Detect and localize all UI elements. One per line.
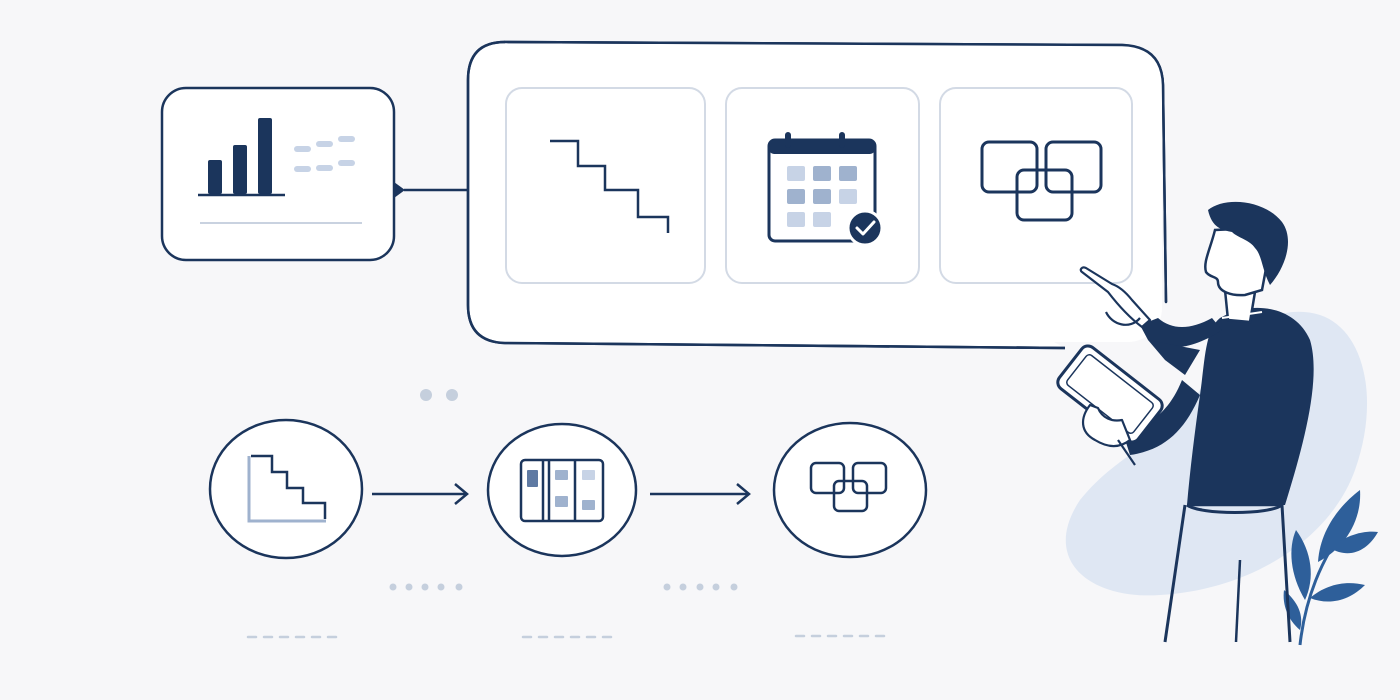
calendar-check-icon	[767, 132, 884, 247]
tile-linked-squares	[939, 87, 1133, 284]
descending-steps-icon	[550, 139, 670, 233]
arrow-right-icon	[372, 483, 469, 505]
legend-dashes	[294, 136, 355, 172]
flow-step-3	[772, 421, 928, 559]
linked-squares-icon	[809, 461, 888, 513]
dashboard-card	[160, 86, 396, 262]
bar-chart-icon	[198, 118, 285, 197]
staircase-chart-icon	[247, 454, 327, 523]
kanban-board-icon	[519, 458, 605, 523]
arrow-right-icon	[650, 483, 751, 505]
tile-descending-steps	[505, 87, 706, 284]
linked-squares-icon	[980, 140, 1103, 222]
tile-calendar	[725, 87, 920, 284]
decorative-dash-row	[246, 634, 886, 639]
flow-step-1	[208, 418, 364, 560]
flow-step-2	[486, 422, 638, 558]
card-connector	[394, 182, 468, 198]
person-pointing-illustration	[1056, 201, 1314, 643]
decorative-dot-row	[389, 583, 738, 591]
decorative-dots	[420, 389, 458, 401]
